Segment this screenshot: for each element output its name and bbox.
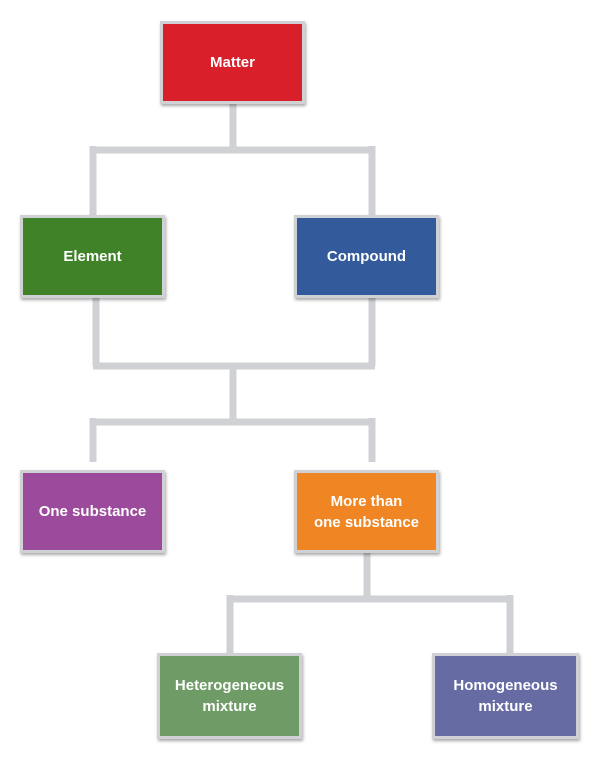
element-label: Element xyxy=(63,248,122,265)
matter-node: Matter xyxy=(160,21,305,104)
heterogeneous-mixture-node: Heterogeneous mixture xyxy=(157,653,302,739)
matter-label: Matter xyxy=(209,54,255,71)
element-node: Element xyxy=(20,215,165,298)
connector-element-compound-merge xyxy=(92,298,376,422)
homogeneous-mixture-node: Homogeneous mixture xyxy=(432,653,579,739)
compound-node: Compound xyxy=(294,215,439,298)
more-than-one-substance-node: More than one substance xyxy=(294,470,439,553)
connector-matter-element-compound xyxy=(89,104,376,218)
more-than-one-substance-label: More than one substance xyxy=(313,492,420,531)
homogeneous-mixture-label: Homogeneous mixture xyxy=(453,677,558,715)
one-substance-node: One substance xyxy=(20,470,165,553)
connector-to-one-more xyxy=(89,418,376,462)
compound-label: Compound xyxy=(326,248,407,265)
connector-more-to-mixtures xyxy=(226,553,514,656)
one-substance-label: One substance xyxy=(38,503,147,520)
heterogeneous-mixture-label: Heterogeneous mixture xyxy=(174,677,285,715)
